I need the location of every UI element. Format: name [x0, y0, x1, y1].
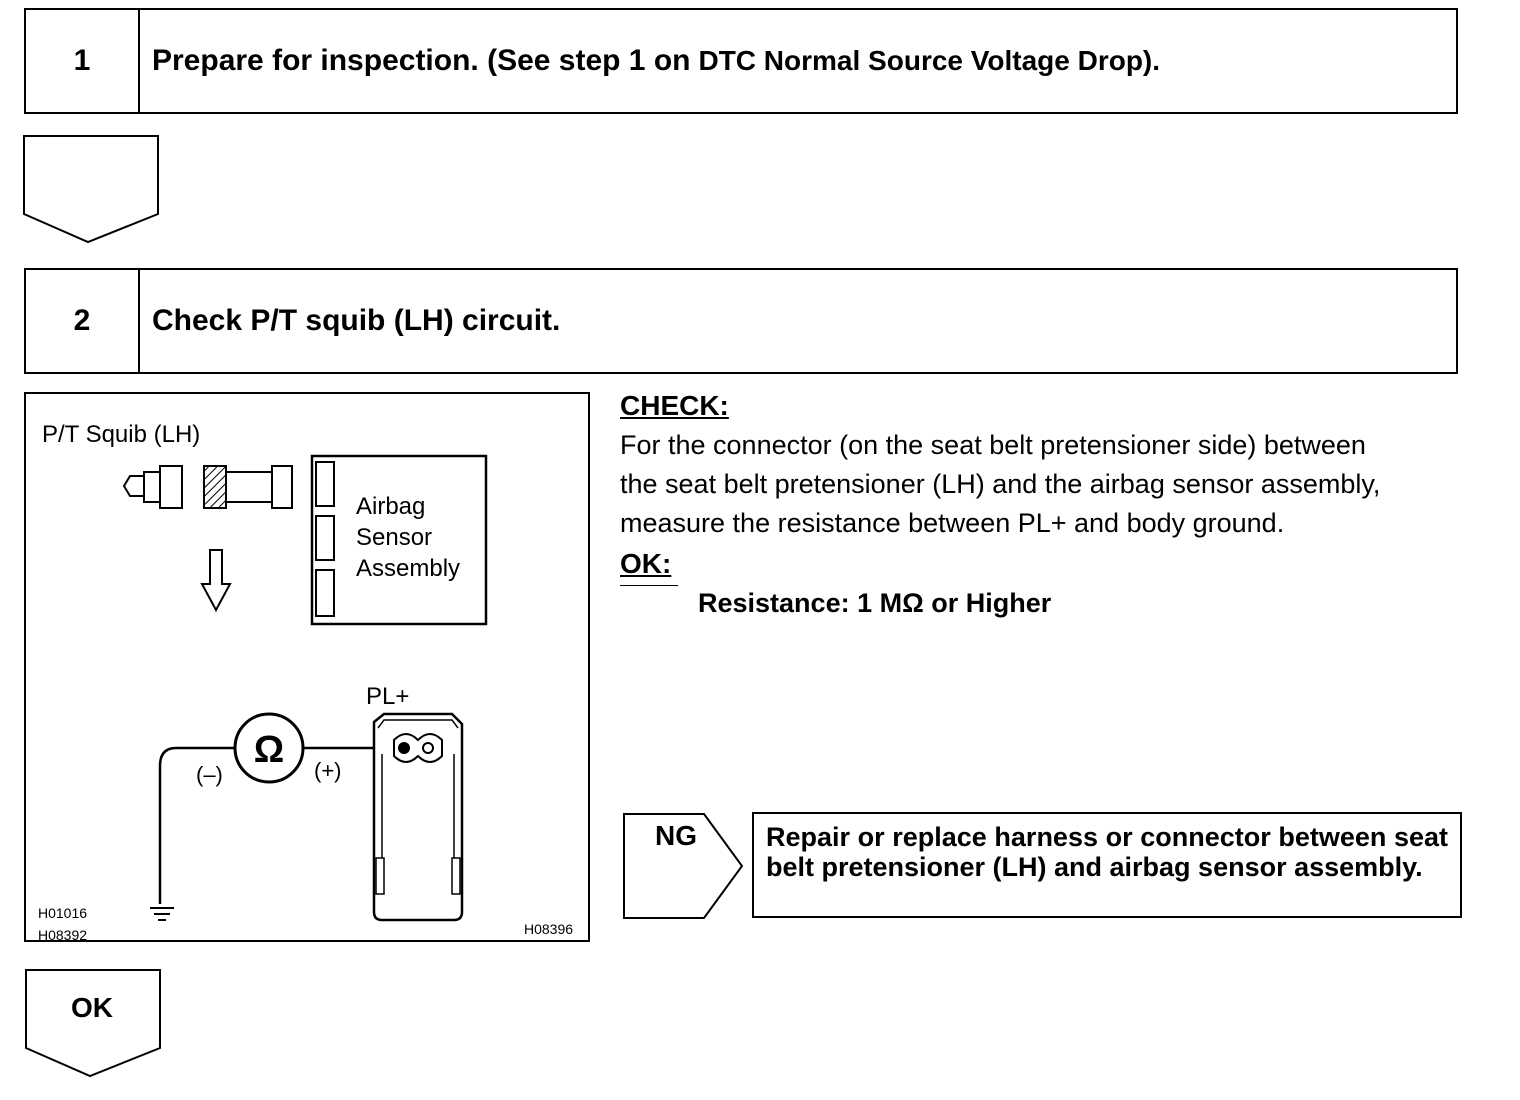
ok-heading: OK: [620, 548, 672, 579]
ohm-symbol: Ω [254, 729, 284, 771]
inspection-diagram: P/T Squib (LH) Airbag Sensor Assembly PL… [24, 392, 590, 943]
ok-underline [620, 585, 678, 586]
figure-code-left-1: H01016 [38, 905, 87, 921]
sensor-label-line-2: Sensor [356, 524, 432, 551]
ng-arrow-icon [623, 813, 744, 919]
step-1-title-row: Prepare for inspection. (See step 1 on D… [152, 10, 1160, 112]
sensor-label-line-3: Assembly [356, 555, 460, 582]
positive-lead-label: (+) [314, 758, 342, 783]
ground-icon [150, 907, 174, 921]
ng-action-text: Repair or replace harness or connector b… [766, 822, 1448, 882]
next-step-arrow-icon [23, 135, 159, 244]
negative-lead-label: (–) [196, 762, 223, 787]
squib-connector-icon [122, 465, 293, 509]
resistance-spec: Resistance: 1 MΩ or Higher [698, 588, 1052, 618]
check-instructions: For the connector (on the seat belt pret… [620, 426, 1380, 543]
sensor-label-line-1: Airbag [356, 493, 425, 520]
ng-action-box: Repair or replace harness or connector b… [752, 812, 1462, 918]
ng-label: NG [655, 820, 697, 851]
check-line-3: measure the resistance between PL+ and b… [620, 508, 1285, 538]
step-1-box: 1 Prepare for inspection. (See step 1 on… [24, 8, 1458, 114]
figure-code-left-2: H08392 [38, 927, 87, 943]
check-line-2: the seat belt pretensioner (LH) and the … [620, 469, 1381, 499]
ohmmeter-icon: Ω [158, 712, 394, 904]
step-2-title: Check P/T squib (LH) circuit. [152, 304, 561, 337]
ok-label: OK [71, 992, 113, 1023]
step-1-reference: DTC Normal Source Voltage Drop). [698, 45, 1161, 76]
ok-arrow-icon [25, 969, 161, 1078]
step-2-title-row: Check P/T squib (LH) circuit. [152, 270, 560, 372]
pretensioner-connector-icon [372, 712, 464, 922]
check-heading: CHECK: [620, 390, 729, 421]
step-1-title: Prepare for inspection. (See step 1 on [152, 44, 691, 77]
step-1-number: 1 [26, 10, 140, 112]
airbag-sensor-assembly-icon [310, 454, 488, 626]
check-line-1: For the connector (on the seat belt pret… [620, 430, 1366, 460]
squib-label: P/T Squib (LH) [42, 421, 200, 448]
terminal-label: PL+ [366, 683, 409, 710]
figure-code-right: H08396 [524, 921, 573, 937]
disconnect-arrow-icon [200, 549, 232, 613]
step-2-box: 2 Check P/T squib (LH) circuit. [24, 268, 1458, 374]
step-2-number: 2 [26, 270, 140, 372]
